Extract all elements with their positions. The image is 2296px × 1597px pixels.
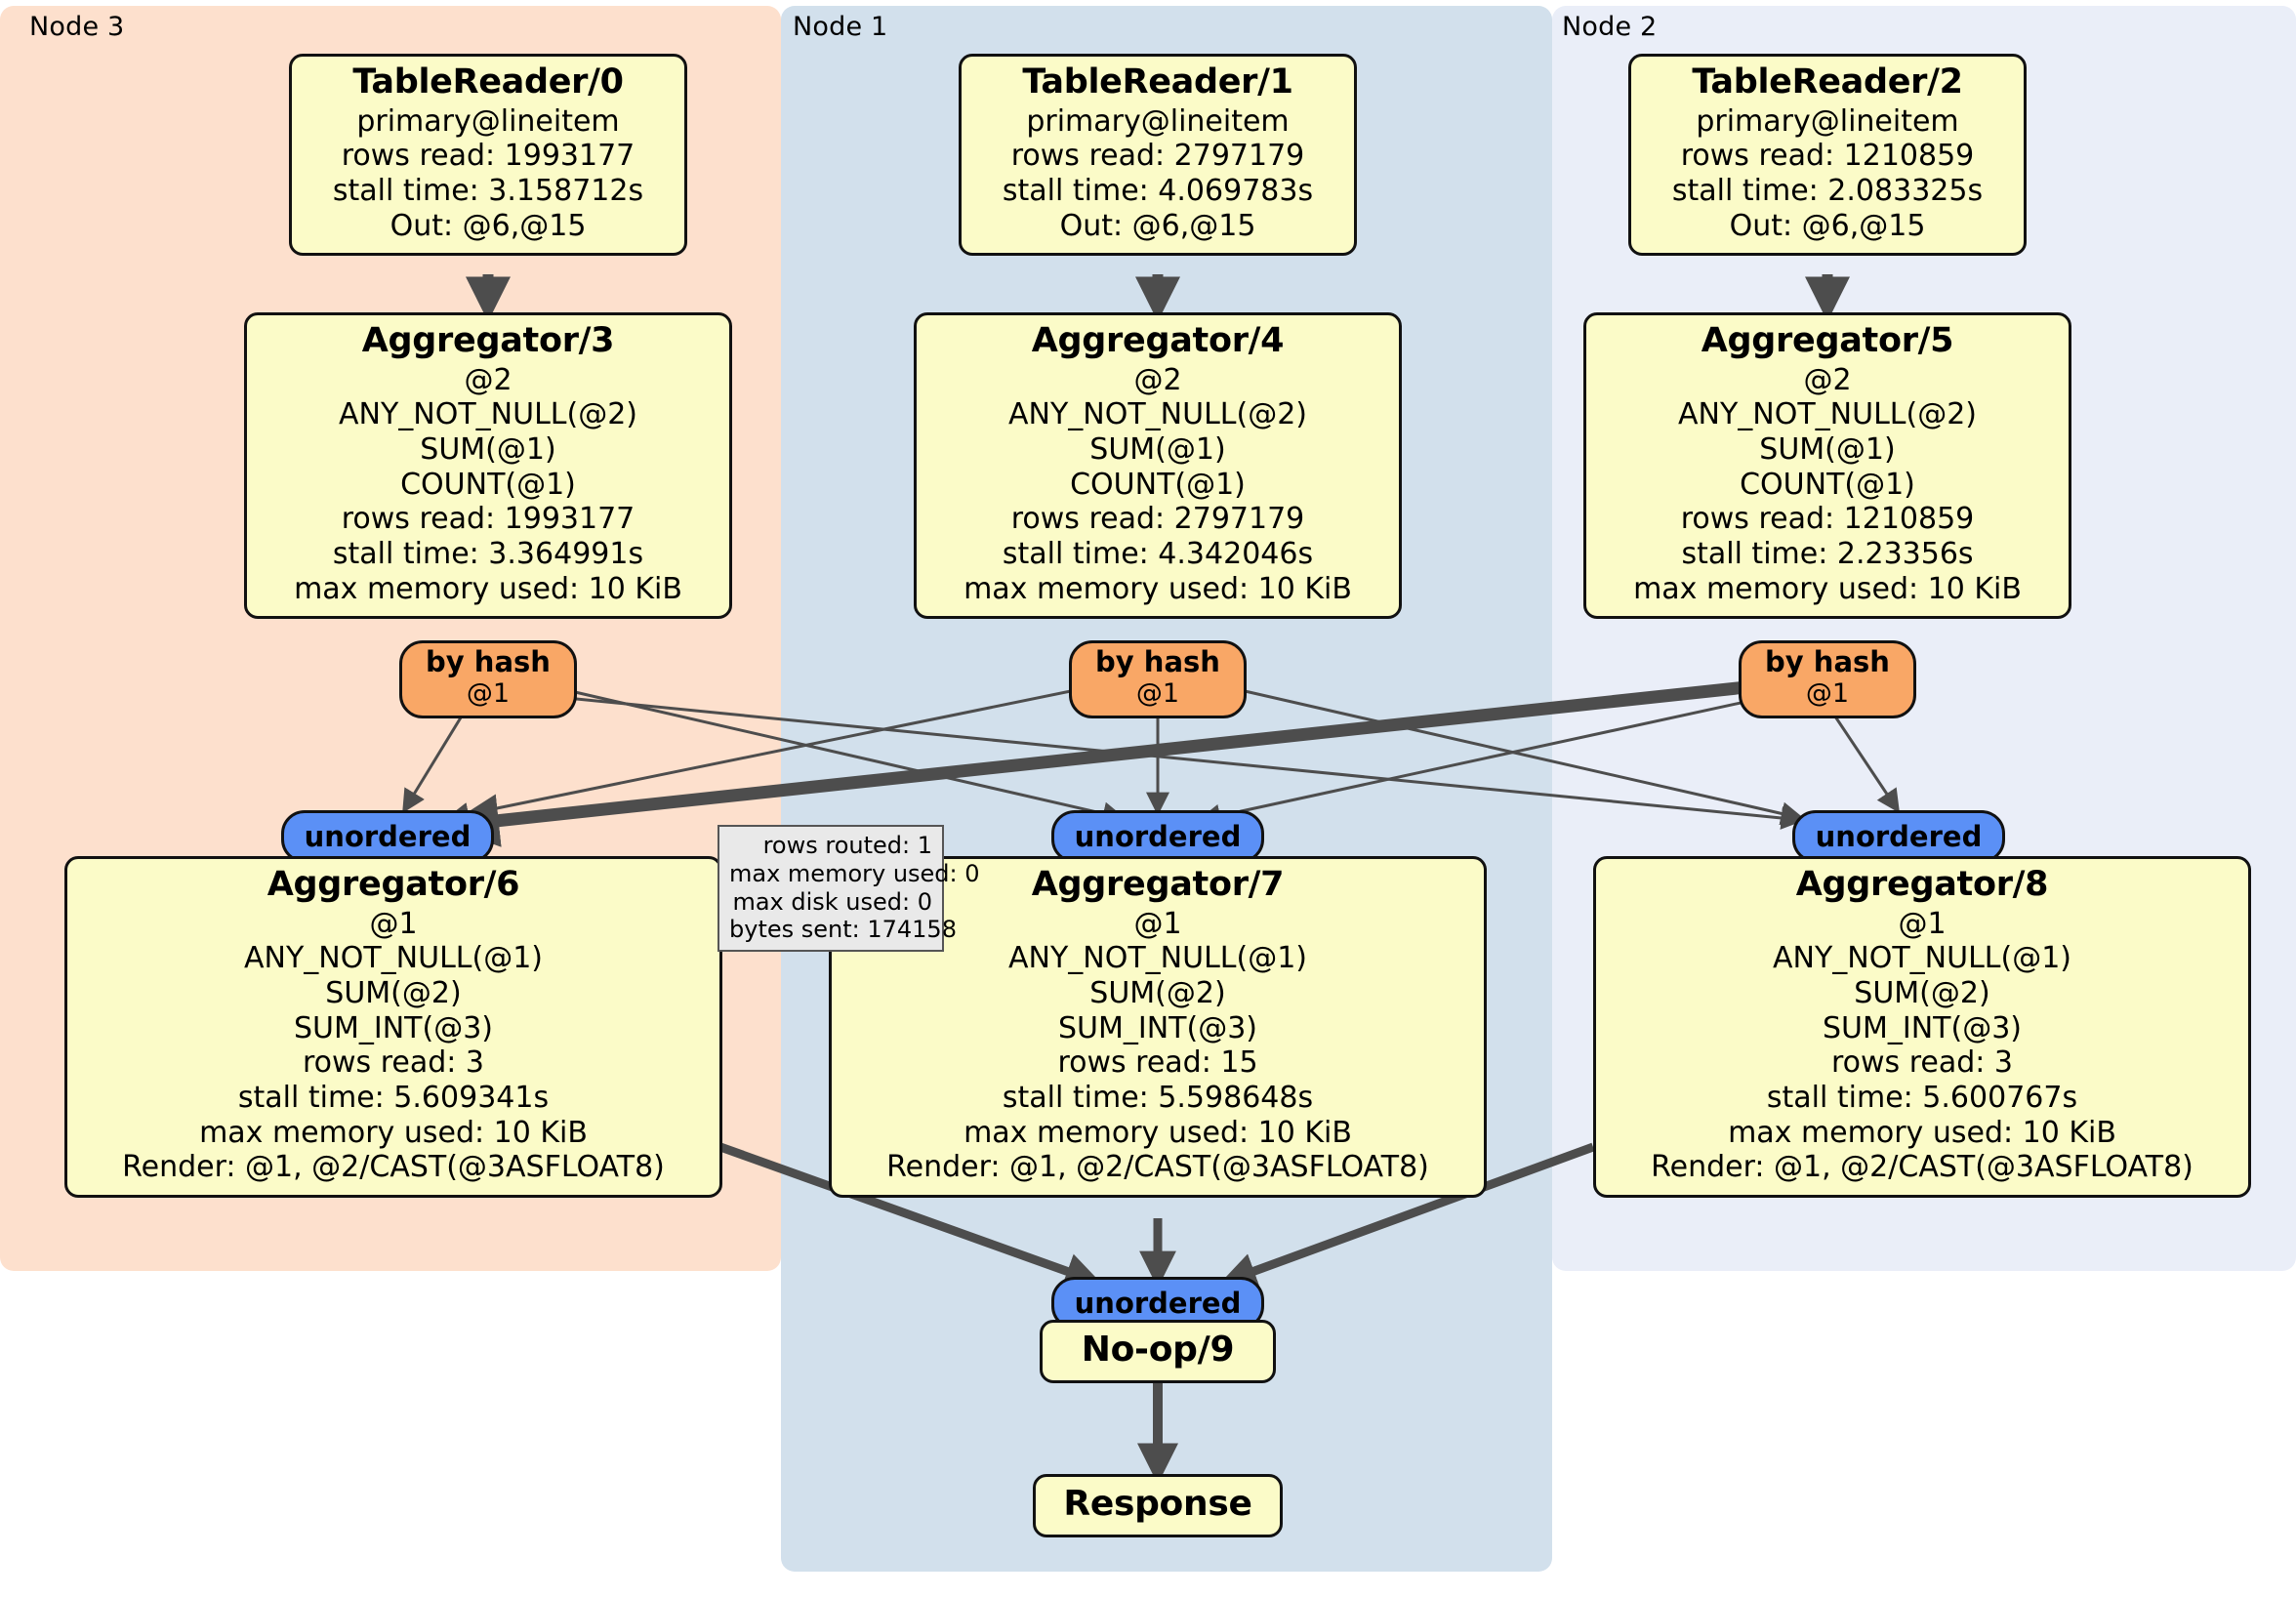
node-detail: @2 [1803, 362, 1852, 397]
node-detail: max memory used: 10 KiB [1728, 1115, 2116, 1150]
node-detail: max memory used: 10 KiB [1633, 571, 2022, 606]
node-detail: Render: @1, @2/CAST(@3ASFLOAT8) [1651, 1150, 2194, 1185]
node-detail: primary@lineitem [1026, 103, 1290, 139]
node-detail: Out: @6,@15 [1729, 208, 1926, 243]
node-detail: Out: @6,@15 [1059, 208, 1256, 243]
stat-line: bytes sent: 174158 [729, 916, 957, 944]
node-detail: primary@lineitem [1696, 103, 1959, 139]
node-detail: SUM_INT(@3) [294, 1010, 493, 1045]
stat-line: max disk used: 0 [732, 887, 932, 916]
node-detail: stall time: 4.069783s [1002, 174, 1314, 209]
node-detail: rows read: 2797179 [1010, 502, 1305, 537]
node-detail: ANY_NOT_NULL(@1) [1008, 941, 1307, 976]
node-detail: ANY_NOT_NULL(@1) [244, 941, 543, 976]
node-detail: primary@lineitem [356, 103, 620, 139]
node-detail: stall time: 3.364991s [332, 537, 644, 572]
node-detail: max memory used: 10 KiB [294, 571, 682, 606]
cluster-label-node-2: Node 2 [1562, 12, 1658, 42]
router-by-hash-left[interactable]: by hash @1 [399, 640, 577, 719]
node-detail: rows read: 3 [302, 1045, 485, 1081]
node-detail: rows read: 15 [1057, 1045, 1258, 1081]
node-detail: SUM_INT(@3) [1823, 1010, 2022, 1045]
node-detail: @1 [369, 906, 418, 941]
node-detail: SUM(@2) [325, 976, 462, 1011]
node-detail: stall time: 5.598648s [1002, 1081, 1314, 1116]
router-by-hash-right[interactable]: by hash @1 [1739, 640, 1916, 719]
node-detail: @1 [1133, 906, 1182, 941]
node-detail: stall time: 3.158712s [332, 174, 644, 209]
router-by-hash-center[interactable]: by hash @1 [1069, 640, 1247, 719]
node-title: Aggregator/4 [1031, 321, 1285, 360]
node-detail: max memory used: 10 KiB [964, 1115, 1352, 1150]
node-detail: stall time: 5.600767s [1766, 1081, 2078, 1116]
node-detail: rows read: 3 [1830, 1045, 2014, 1081]
router-title: by hash [426, 645, 551, 678]
node-detail: SUM(@1) [420, 432, 556, 468]
node-detail: @1 [1898, 906, 1947, 941]
stat-line: max memory used: 0 [729, 859, 980, 887]
processor-tablereader-0[interactable]: TableReader/0 primary@lineitem rows read… [289, 54, 687, 257]
node-detail: ANY_NOT_NULL(@1) [1773, 941, 2071, 976]
node-detail: COUNT(@1) [1070, 467, 1246, 502]
processor-aggregator-6[interactable]: Aggregator/6 @1 ANY_NOT_NULL(@1) SUM(@2)… [64, 856, 722, 1199]
stream-unordered-center[interactable]: unordered [1051, 810, 1264, 863]
node-title: Aggregator/8 [1795, 865, 2049, 904]
node-detail: stall time: 2.23356s [1681, 537, 1974, 572]
node-detail: COUNT(@1) [1740, 467, 1915, 502]
stat-line: rows routed: 1 [762, 832, 932, 859]
node-title: Response [1063, 1484, 1252, 1524]
node-detail: stall time: 5.609341s [237, 1081, 550, 1116]
node-detail: SUM(@1) [1089, 432, 1226, 468]
router-title: by hash [1095, 645, 1220, 678]
processor-no-op-9[interactable]: No-op/9 [1040, 1320, 1276, 1383]
node-title: Aggregator/5 [1701, 321, 1954, 360]
router-column: @1 [1135, 678, 1180, 710]
cluster-label-node-3: Node 3 [29, 12, 125, 42]
node-title: TableReader/0 [352, 62, 624, 102]
processor-aggregator-5[interactable]: Aggregator/5 @2 ANY_NOT_NULL(@2) SUM(@1)… [1583, 312, 2071, 620]
processor-response[interactable]: Response [1033, 1474, 1283, 1537]
node-title: Aggregator/3 [361, 321, 615, 360]
router-title: by hash [1765, 645, 1890, 678]
stream-unordered-right[interactable]: unordered [1792, 810, 2005, 863]
node-detail: SUM(@1) [1759, 432, 1896, 468]
node-detail: rows read: 2797179 [1010, 139, 1305, 174]
router-column: @1 [466, 678, 511, 710]
processor-tablereader-2[interactable]: TableReader/2 primary@lineitem rows read… [1628, 54, 2027, 257]
node-detail: ANY_NOT_NULL(@2) [1008, 397, 1307, 432]
node-detail: rows read: 1210859 [1680, 139, 1975, 174]
node-title: TableReader/2 [1692, 62, 1963, 102]
node-detail: ANY_NOT_NULL(@2) [339, 397, 637, 432]
node-detail: stall time: 2.083325s [1671, 174, 1984, 209]
node-detail: Render: @1, @2/CAST(@3ASFLOAT8) [122, 1150, 665, 1185]
node-detail: rows read: 1210859 [1680, 502, 1975, 537]
node-detail: SUM(@2) [1089, 976, 1226, 1011]
node-detail: max memory used: 10 KiB [964, 571, 1352, 606]
router-column: @1 [1805, 678, 1850, 710]
processor-aggregator-7[interactable]: Aggregator/7 @1 ANY_NOT_NULL(@1) SUM(@2)… [829, 856, 1487, 1199]
node-title: TableReader/1 [1022, 62, 1293, 102]
cluster-label-node-1: Node 1 [793, 12, 888, 42]
node-title: No-op/9 [1081, 1330, 1235, 1370]
node-detail: SUM(@2) [1854, 976, 1990, 1011]
stream-unordered-left[interactable]: unordered [281, 810, 494, 863]
node-title: Aggregator/6 [266, 865, 520, 904]
processor-aggregator-4[interactable]: Aggregator/4 @2 ANY_NOT_NULL(@2) SUM(@1)… [914, 312, 1402, 620]
node-detail: rows read: 1993177 [341, 502, 636, 537]
node-detail: SUM_INT(@3) [1058, 1010, 1257, 1045]
node-title: Aggregator/7 [1031, 865, 1285, 904]
processor-aggregator-8[interactable]: Aggregator/8 @1 ANY_NOT_NULL(@1) SUM(@2)… [1593, 856, 2251, 1199]
processor-tablereader-1[interactable]: TableReader/1 primary@lineitem rows read… [959, 54, 1357, 257]
node-detail: @2 [464, 362, 512, 397]
node-detail: max memory used: 10 KiB [199, 1115, 588, 1150]
stream-stats-tooltip: rows routed: 1 max memory used: 0 max di… [718, 825, 980, 953]
processor-aggregator-3[interactable]: Aggregator/3 @2 ANY_NOT_NULL(@2) SUM(@1)… [244, 312, 732, 620]
node-detail: ANY_NOT_NULL(@2) [1678, 397, 1977, 432]
node-detail: Out: @6,@15 [390, 208, 587, 243]
node-detail: Render: @1, @2/CAST(@3ASFLOAT8) [886, 1150, 1429, 1185]
node-detail: rows read: 1993177 [341, 139, 636, 174]
node-detail: stall time: 4.342046s [1002, 537, 1314, 572]
node-detail: @2 [1133, 362, 1182, 397]
node-detail: COUNT(@1) [400, 467, 576, 502]
